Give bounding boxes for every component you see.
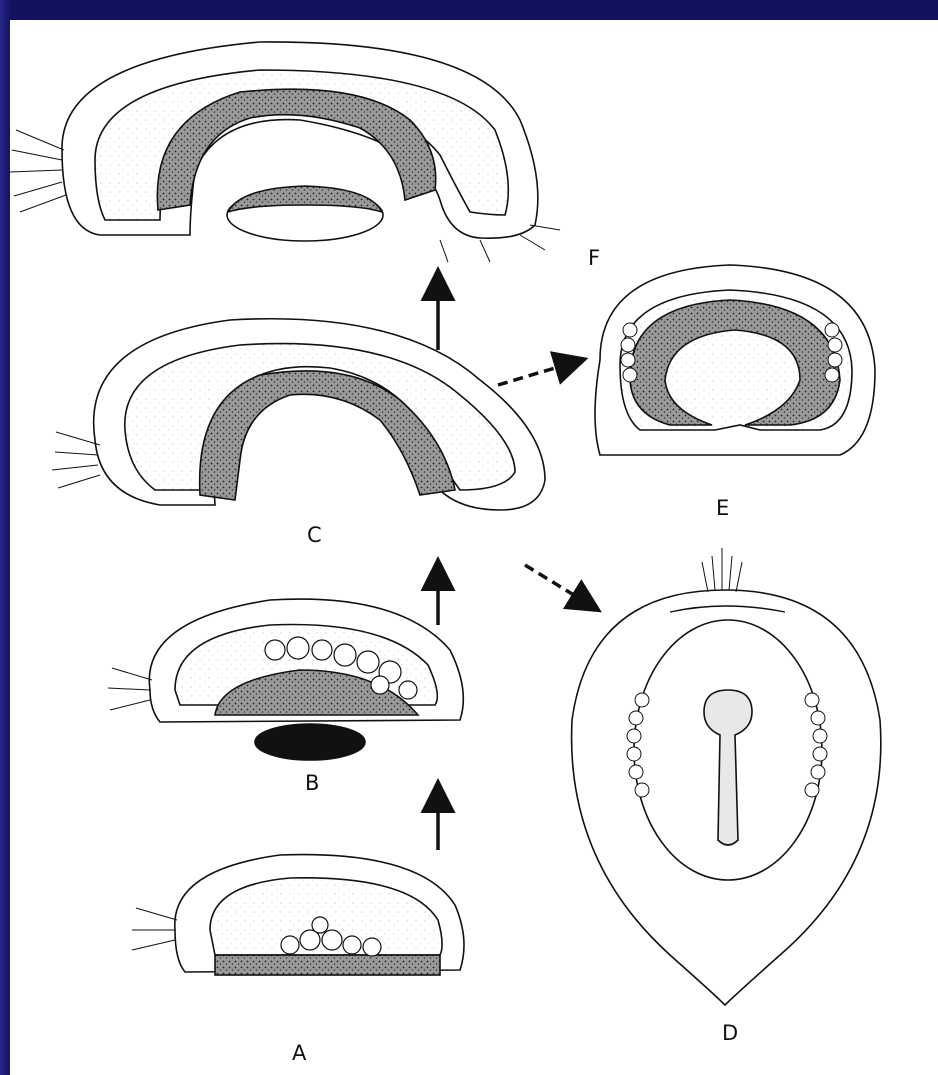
label-e: E bbox=[716, 496, 729, 520]
stage-e-embryo bbox=[595, 265, 875, 455]
stage-d-embryo bbox=[572, 548, 881, 1005]
label-b: B bbox=[305, 771, 319, 795]
stage-d-apical-tuft bbox=[702, 548, 742, 592]
stage-b-cilia bbox=[108, 668, 152, 710]
arrow-c-to-d bbox=[525, 565, 590, 605]
label-c: C bbox=[307, 523, 322, 547]
stage-b-dark-mass bbox=[255, 724, 365, 760]
stage-a-cilia bbox=[132, 908, 177, 950]
stage-a-embryo bbox=[132, 855, 464, 975]
arrow-c-to-e bbox=[498, 362, 575, 385]
stage-f-embryo bbox=[10, 42, 560, 262]
label-f: F bbox=[588, 246, 600, 270]
stage-c-embryo bbox=[52, 319, 545, 510]
label-a: A bbox=[292, 1041, 307, 1065]
stage-b-embryo bbox=[108, 599, 463, 760]
stage-c-cilia bbox=[52, 432, 100, 488]
label-d: D bbox=[722, 1021, 738, 1045]
